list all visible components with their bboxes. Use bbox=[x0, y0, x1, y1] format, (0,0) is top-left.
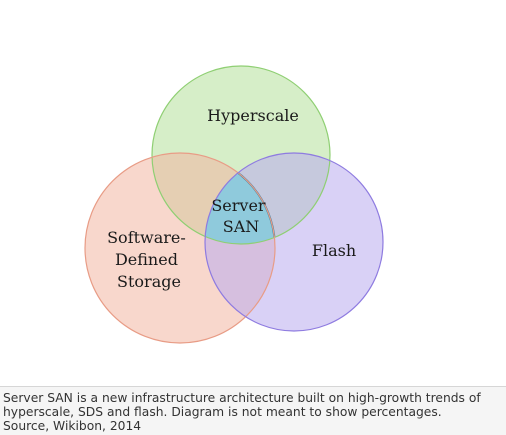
label-flash-line-1: Flash bbox=[312, 241, 356, 260]
caption-line-1: Server SAN is a new infrastructure archi… bbox=[3, 391, 481, 405]
caption-line-3: Source, Wikibon, 2014 bbox=[3, 419, 142, 433]
outline-hyperscale bbox=[151, 65, 331, 245]
label-sds-line-2: Defined bbox=[115, 250, 178, 269]
label-hyperscale: Hyperscale bbox=[207, 106, 299, 125]
label-server-san-line-1: Server bbox=[211, 196, 266, 215]
label-software-defined-storage: Software- Defined Storage bbox=[107, 228, 191, 291]
label-flash: Flash bbox=[312, 241, 356, 260]
outline-software-defined-storage bbox=[84, 152, 276, 344]
server-san-region bbox=[205, 153, 276, 244]
label-sds-line-1: Software- bbox=[107, 228, 186, 247]
venn-svg: Hyperscale Software- Defined Storage Fla… bbox=[84, 65, 384, 344]
label-hyperscale-line-1: Hyperscale bbox=[207, 106, 299, 125]
server-san-clip-flash bbox=[205, 153, 276, 244]
figure-caption: Server SAN is a new infrastructure archi… bbox=[0, 386, 506, 435]
venn-diagram: Hyperscale Software- Defined Storage Fla… bbox=[84, 65, 384, 344]
label-sds-line-3: Storage bbox=[117, 272, 181, 291]
label-server-san: Server SAN bbox=[211, 196, 270, 236]
server-san-clip-hyper bbox=[205, 153, 276, 244]
outline-flash bbox=[204, 152, 384, 332]
caption-line-2: hyperscale, SDS and flash. Diagram is no… bbox=[3, 405, 442, 419]
label-server-san-line-2: SAN bbox=[223, 217, 260, 236]
